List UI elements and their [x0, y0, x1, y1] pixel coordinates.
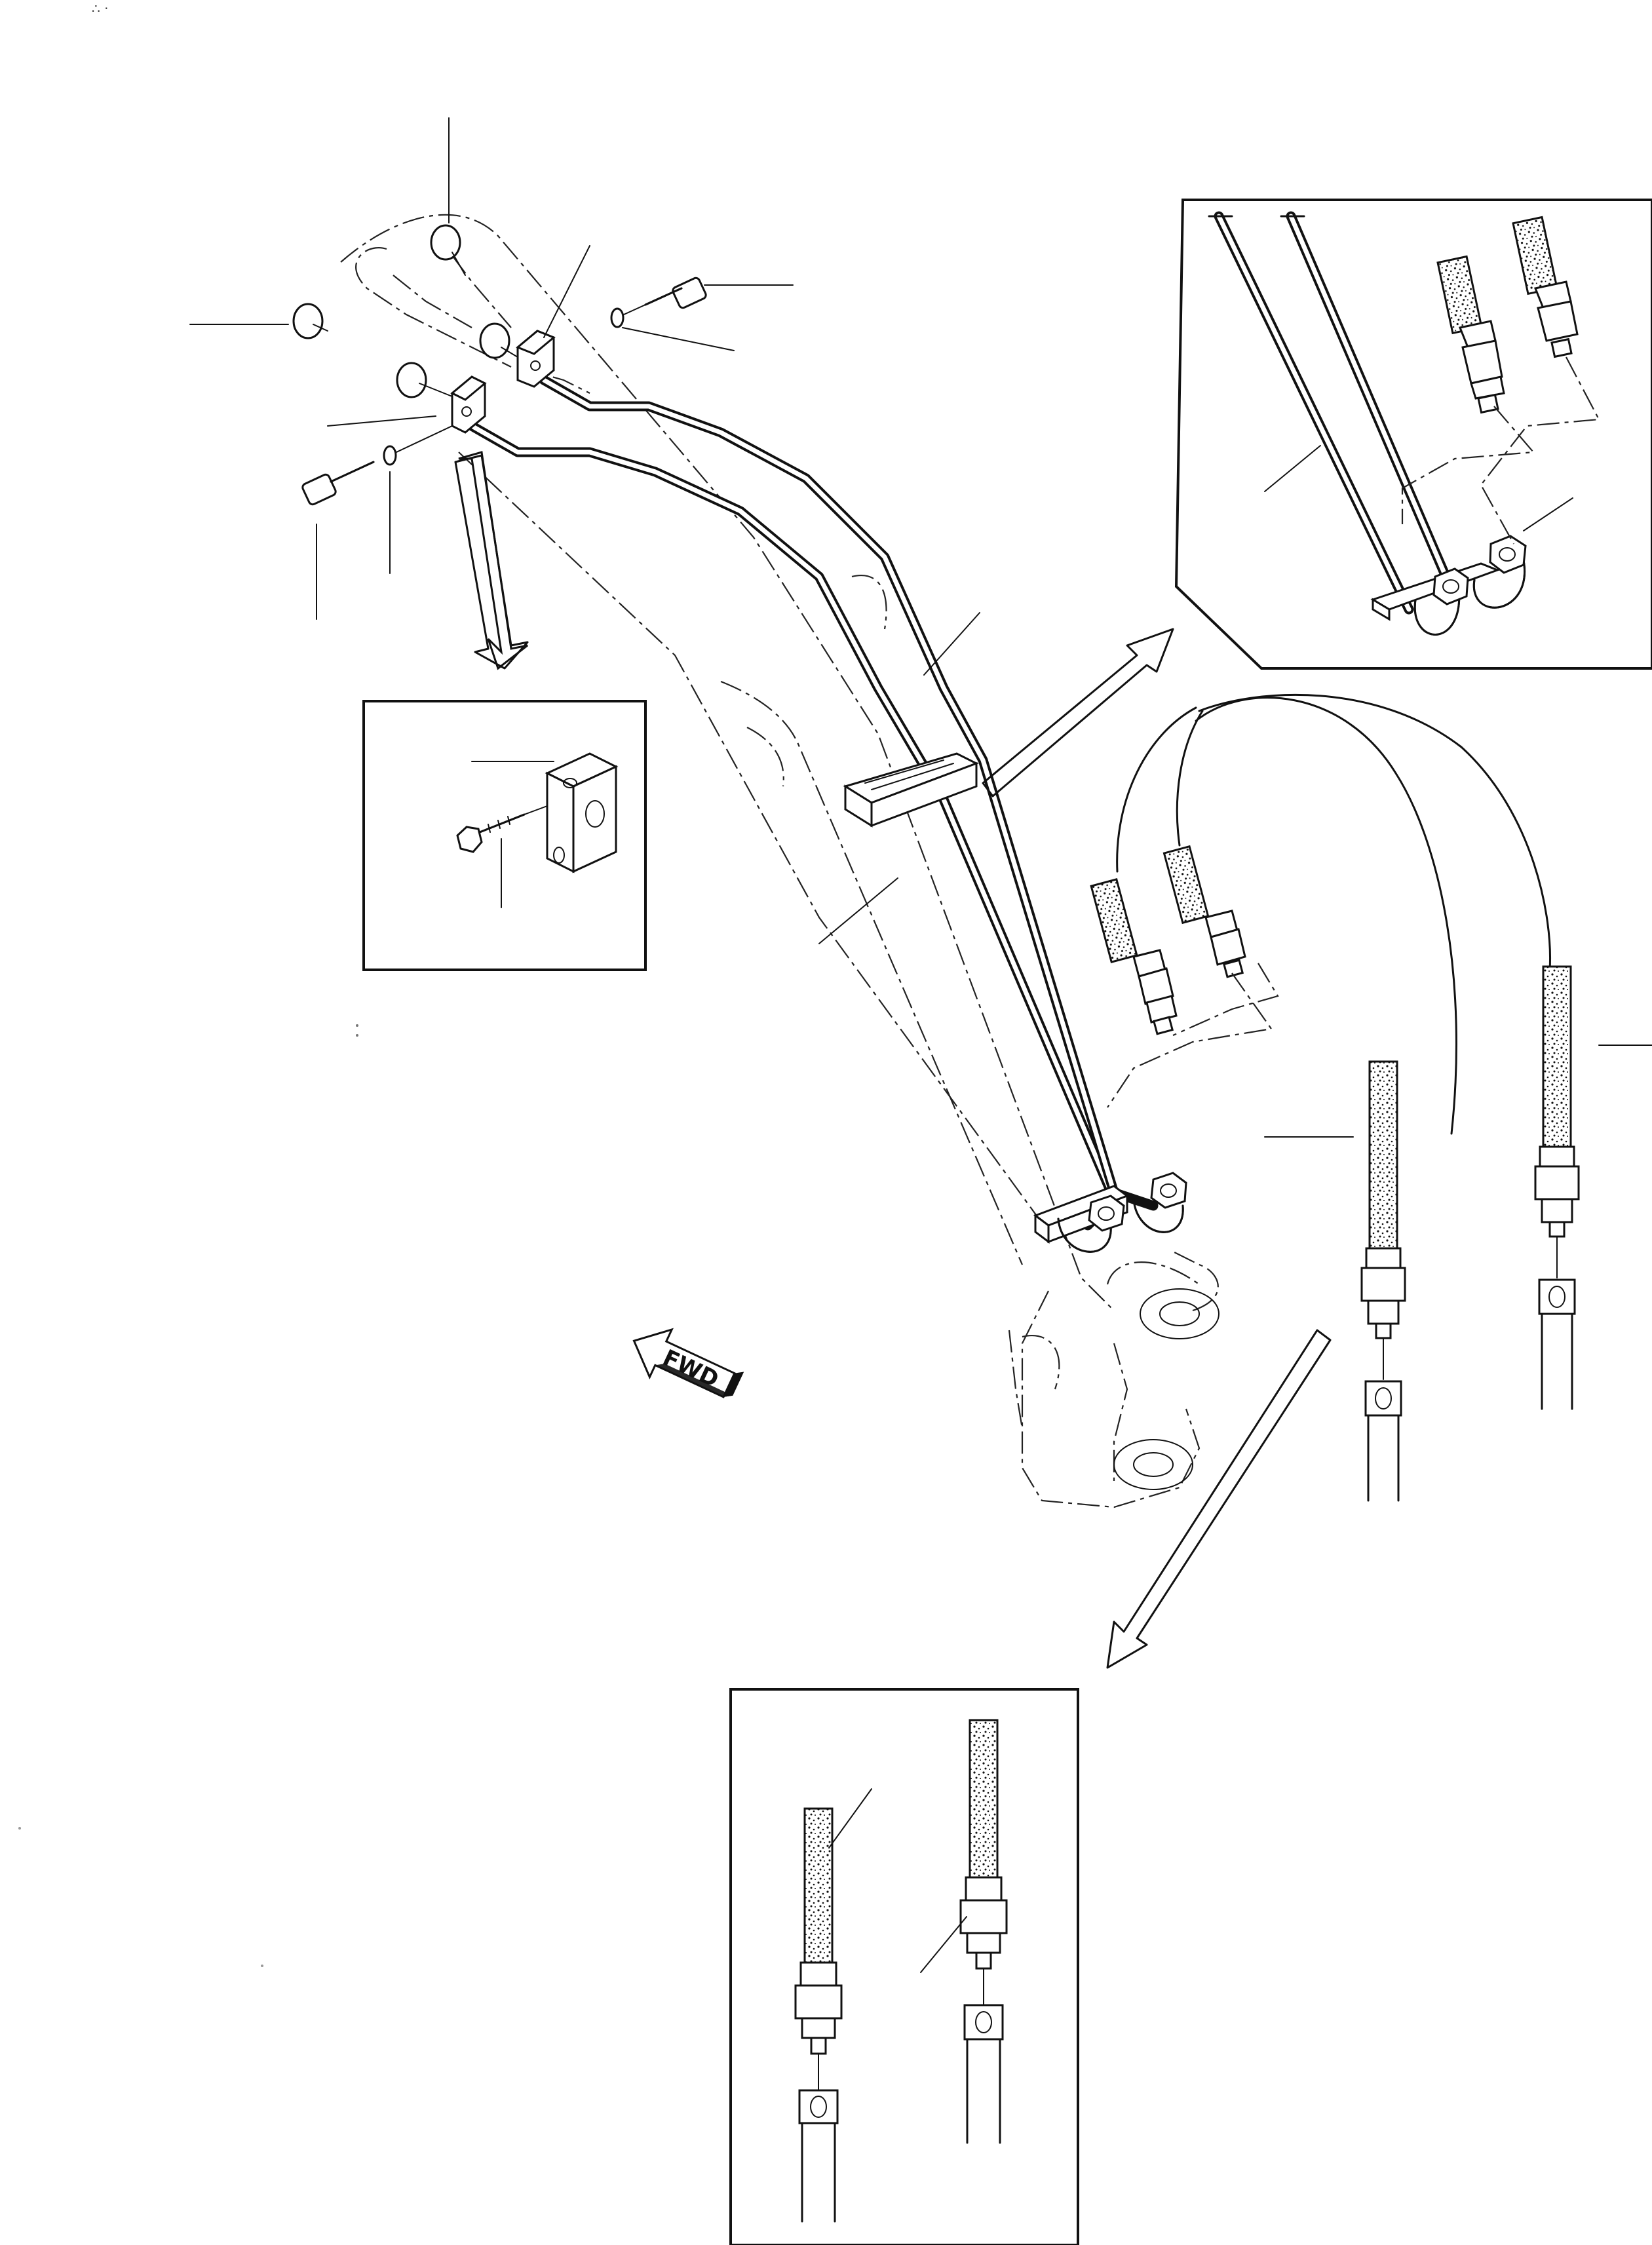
speck — [356, 1024, 358, 1027]
upper-clamp-assembly — [292, 224, 707, 506]
speck — [261, 1965, 263, 1967]
pipe-nut-icon — [292, 224, 518, 398]
hose-fitting-detail-box — [729, 1688, 1079, 2245]
flexible-hoses — [1090, 693, 1580, 1502]
hose-fitting-icon — [1436, 216, 1579, 414]
callout-leaders — [189, 117, 1652, 1138]
detail-arrow-to-pipe-box — [982, 628, 1174, 797]
steel-pipe-lines — [467, 375, 1159, 1231]
boom-pipe-clamp — [843, 752, 979, 828]
washer-icon — [610, 307, 624, 328]
forward-direction-arrow: FWD — [632, 1328, 744, 1398]
boom-outline — [340, 214, 1220, 1508]
washer-icon — [383, 445, 397, 466]
clamp-detail-box — [362, 700, 647, 971]
speck — [18, 1827, 21, 1830]
detail-arrow-to-clamp — [454, 451, 529, 670]
corner-mark: ∴ · — [92, 1, 108, 16]
detail-arrow-to-hose-box — [1106, 1329, 1332, 1669]
bolt-icon — [301, 277, 707, 506]
speck — [356, 1034, 358, 1037]
boom-end-fittings — [1057, 1172, 1187, 1253]
pipe-end-detail-box — [1174, 199, 1652, 670]
clamp-bolt-icon — [456, 813, 526, 853]
